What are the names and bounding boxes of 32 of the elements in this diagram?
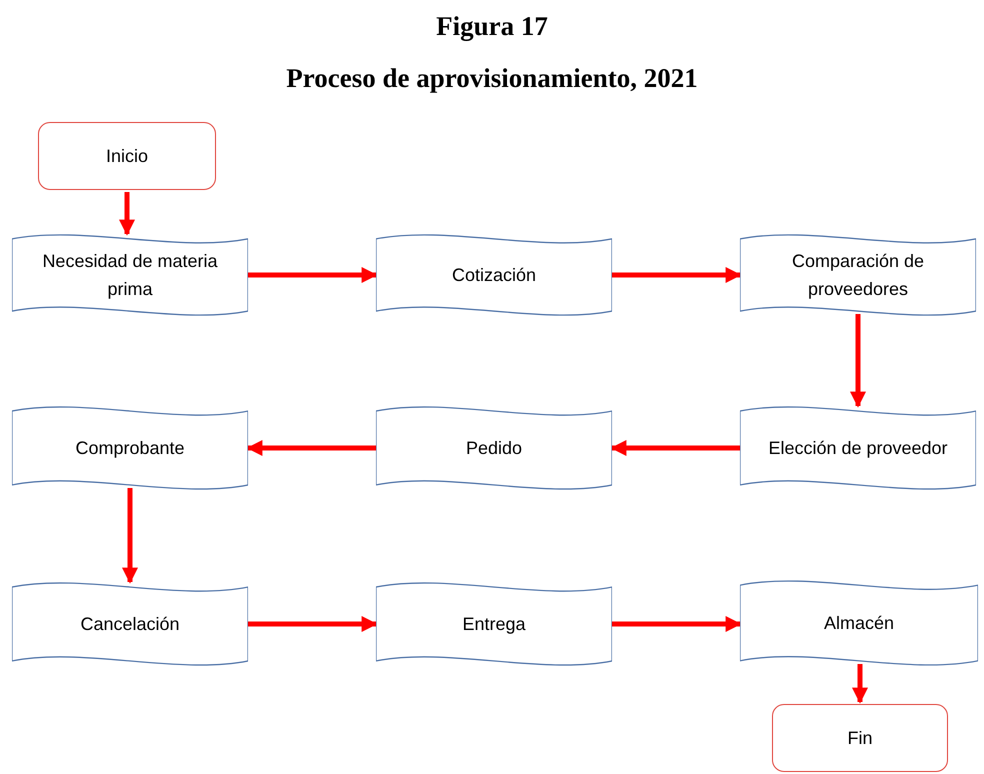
- tape-shape: [740, 578, 978, 668]
- terminal-box: [772, 704, 948, 772]
- arrow: [248, 267, 378, 283]
- arrow: [122, 488, 138, 584]
- node-label: Cotización: [450, 264, 538, 287]
- arrow: [119, 192, 135, 236]
- terminal-box: [38, 122, 216, 190]
- tape-shape: [376, 232, 612, 318]
- node-label: Entrega: [461, 613, 527, 636]
- tape-shape: [12, 580, 248, 668]
- node-label: Comprobante: [74, 437, 186, 460]
- arrow: [248, 616, 378, 632]
- arrow: [850, 314, 866, 408]
- arrow: [612, 267, 742, 283]
- tape-shape: [12, 404, 248, 492]
- figure-title: Figura 17: [436, 10, 548, 43]
- node-label: Fin: [846, 727, 874, 750]
- tape-shape: [376, 404, 612, 492]
- arrow: [612, 616, 742, 632]
- arrow: [852, 664, 868, 704]
- tape-shape: [740, 232, 976, 318]
- tape-shape: [12, 232, 248, 318]
- tape-shape: [740, 404, 976, 492]
- node-label: Elección de proveedor: [767, 437, 949, 460]
- tape-shape: [376, 580, 612, 668]
- node-label: Almacén: [822, 612, 896, 635]
- node-label: Comparación de proveedores: [790, 250, 926, 301]
- node-label: Necesidad de materia prima: [41, 250, 219, 301]
- node-label: Pedido: [464, 437, 524, 460]
- node-label: Cancelación: [79, 613, 181, 636]
- figure-caption: Proceso de aprovisionamiento, 2021: [286, 62, 698, 95]
- node-label: Inicio: [104, 145, 150, 168]
